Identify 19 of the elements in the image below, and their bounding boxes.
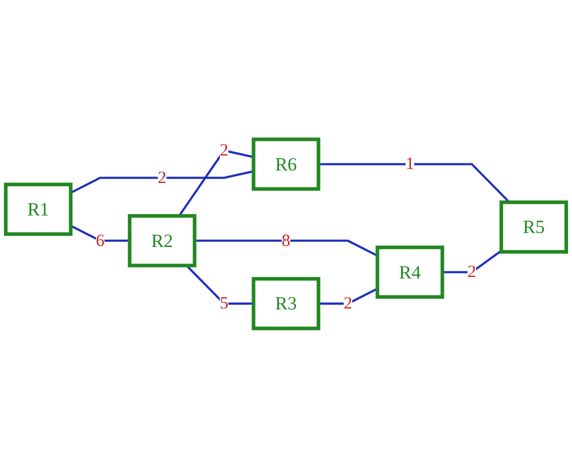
edge-label: 2 (468, 262, 476, 282)
node-box: R2 (128, 214, 196, 268)
node-box: R3 (252, 277, 320, 330)
node-box: R5 (500, 200, 568, 254)
edge-label: 2 (344, 294, 352, 313)
edge-label: 2 (158, 168, 166, 188)
connector (194, 240, 378, 257)
edge-label: 1 (406, 154, 414, 174)
node-box: R1 (4, 182, 72, 236)
edge-label: 2 (220, 141, 228, 160)
edge-label: 6 (96, 231, 104, 250)
edge-label: 5 (220, 294, 228, 313)
node-box: R4 (376, 246, 444, 299)
connector (70, 224, 130, 242)
connector (70, 170, 254, 194)
connector (318, 163, 510, 204)
node-box: R6 (252, 138, 320, 191)
edge-label: 8 (282, 231, 290, 250)
connector (442, 250, 502, 274)
